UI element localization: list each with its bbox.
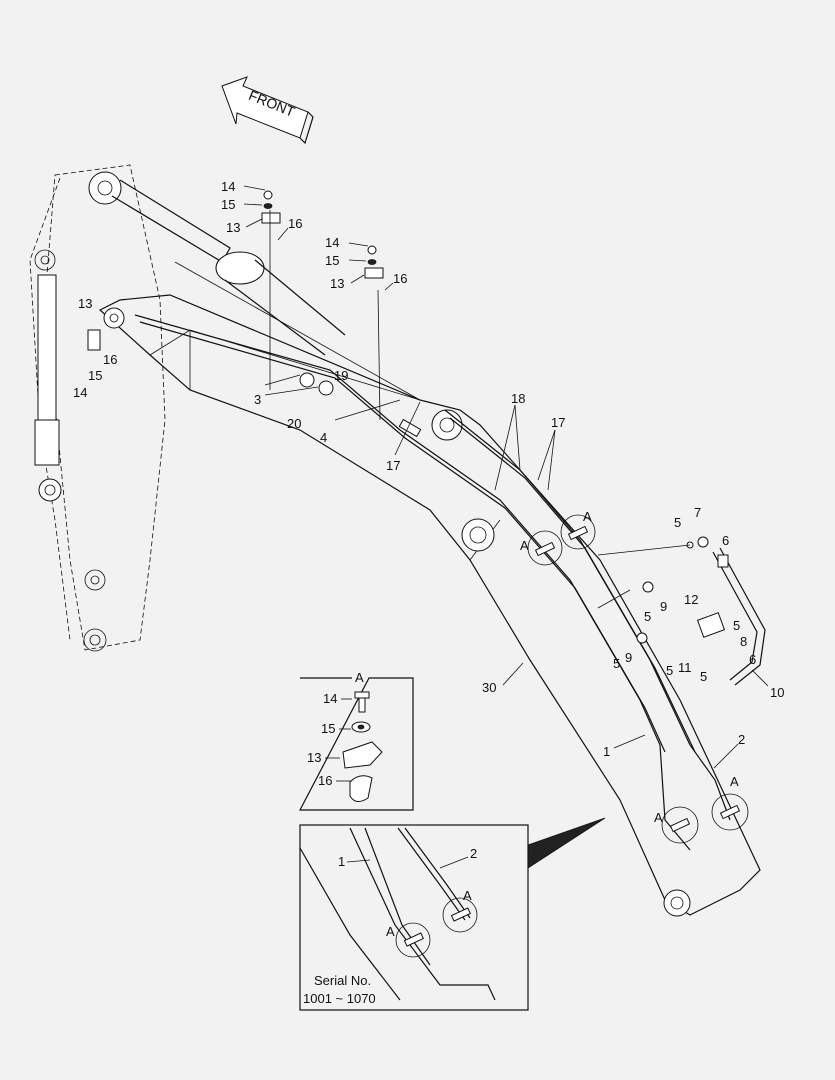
detail-a-inset: A 14 15 13 16	[299, 670, 414, 811]
label-16-top: 16	[288, 216, 302, 231]
label-3: 3	[254, 392, 261, 407]
label-16-mid: 16	[393, 271, 407, 286]
label-9-2: 9	[625, 650, 632, 665]
main-boom	[98, 294, 761, 917]
label-5-3: 5	[733, 618, 740, 633]
detail-label-14: 14	[323, 691, 337, 706]
detail-a-title: A	[355, 670, 364, 685]
label-5-6: 5	[700, 669, 707, 684]
label-16-left: 16	[103, 352, 117, 367]
label-13-top: 13	[226, 220, 240, 235]
serial-detail-inset: 1 2 A A Serial No. 1001 ~ 1070	[299, 817, 606, 1011]
label-1: 1	[603, 744, 610, 759]
arm-outline	[29, 164, 166, 652]
label-7: 7	[694, 505, 701, 520]
label-14-mid: 14	[325, 235, 339, 250]
boom-cylinder	[88, 171, 421, 401]
label-9-1: 9	[660, 599, 667, 614]
label-14-top: 14	[221, 179, 235, 194]
label-15-left: 15	[88, 368, 102, 383]
label-a-3: A	[654, 810, 663, 825]
detail-label-13: 13	[307, 750, 321, 765]
label-5-1: 5	[674, 515, 681, 530]
label-15-mid: 15	[325, 253, 339, 268]
label-5-2: 5	[644, 609, 651, 624]
part-number-labels: 14 15 13 16 14 15 13 16 13 16 15 14 3 20…	[73, 179, 784, 825]
detail-label-16: 16	[318, 773, 332, 788]
label-10: 10	[770, 685, 784, 700]
serial-label-1: 1	[338, 854, 345, 869]
label-5-4: 5	[613, 656, 620, 671]
label-6-1: 6	[722, 533, 729, 548]
label-5-5: 5	[666, 663, 673, 678]
label-2: 2	[738, 732, 745, 747]
hardware-parts	[87, 190, 729, 644]
label-19: 19	[334, 368, 348, 383]
serial-no-range: 1001 ~ 1070	[303, 991, 376, 1006]
label-13-mid: 13	[330, 276, 344, 291]
hydraulic-pipes	[134, 314, 766, 851]
label-8: 8	[740, 634, 747, 649]
label-17-right: 17	[551, 415, 565, 430]
label-18: 18	[511, 391, 525, 406]
detail-label-15: 15	[321, 721, 335, 736]
label-a-4: A	[730, 774, 739, 789]
label-13-left: 13	[78, 296, 92, 311]
label-20: 20	[287, 416, 301, 431]
label-15-top: 15	[221, 197, 235, 212]
detail-a-callouts	[527, 514, 749, 844]
label-a-2: A	[583, 509, 592, 524]
leader-lines	[243, 185, 769, 769]
serial-no-title: Serial No.	[314, 973, 371, 988]
label-14-left: 14	[73, 385, 87, 400]
label-17-left: 17	[386, 458, 400, 473]
label-6-2: 6	[749, 652, 756, 667]
label-4: 4	[320, 430, 327, 445]
serial-label-a-2: A	[463, 888, 472, 903]
label-a-1: A	[520, 538, 529, 553]
serial-label-2: 2	[470, 846, 477, 861]
label-30: 30	[482, 680, 496, 695]
serial-label-a-1: A	[386, 924, 395, 939]
label-12: 12	[684, 592, 698, 607]
front-direction-arrow: FRONT	[221, 76, 314, 145]
label-11: 11	[678, 660, 692, 675]
